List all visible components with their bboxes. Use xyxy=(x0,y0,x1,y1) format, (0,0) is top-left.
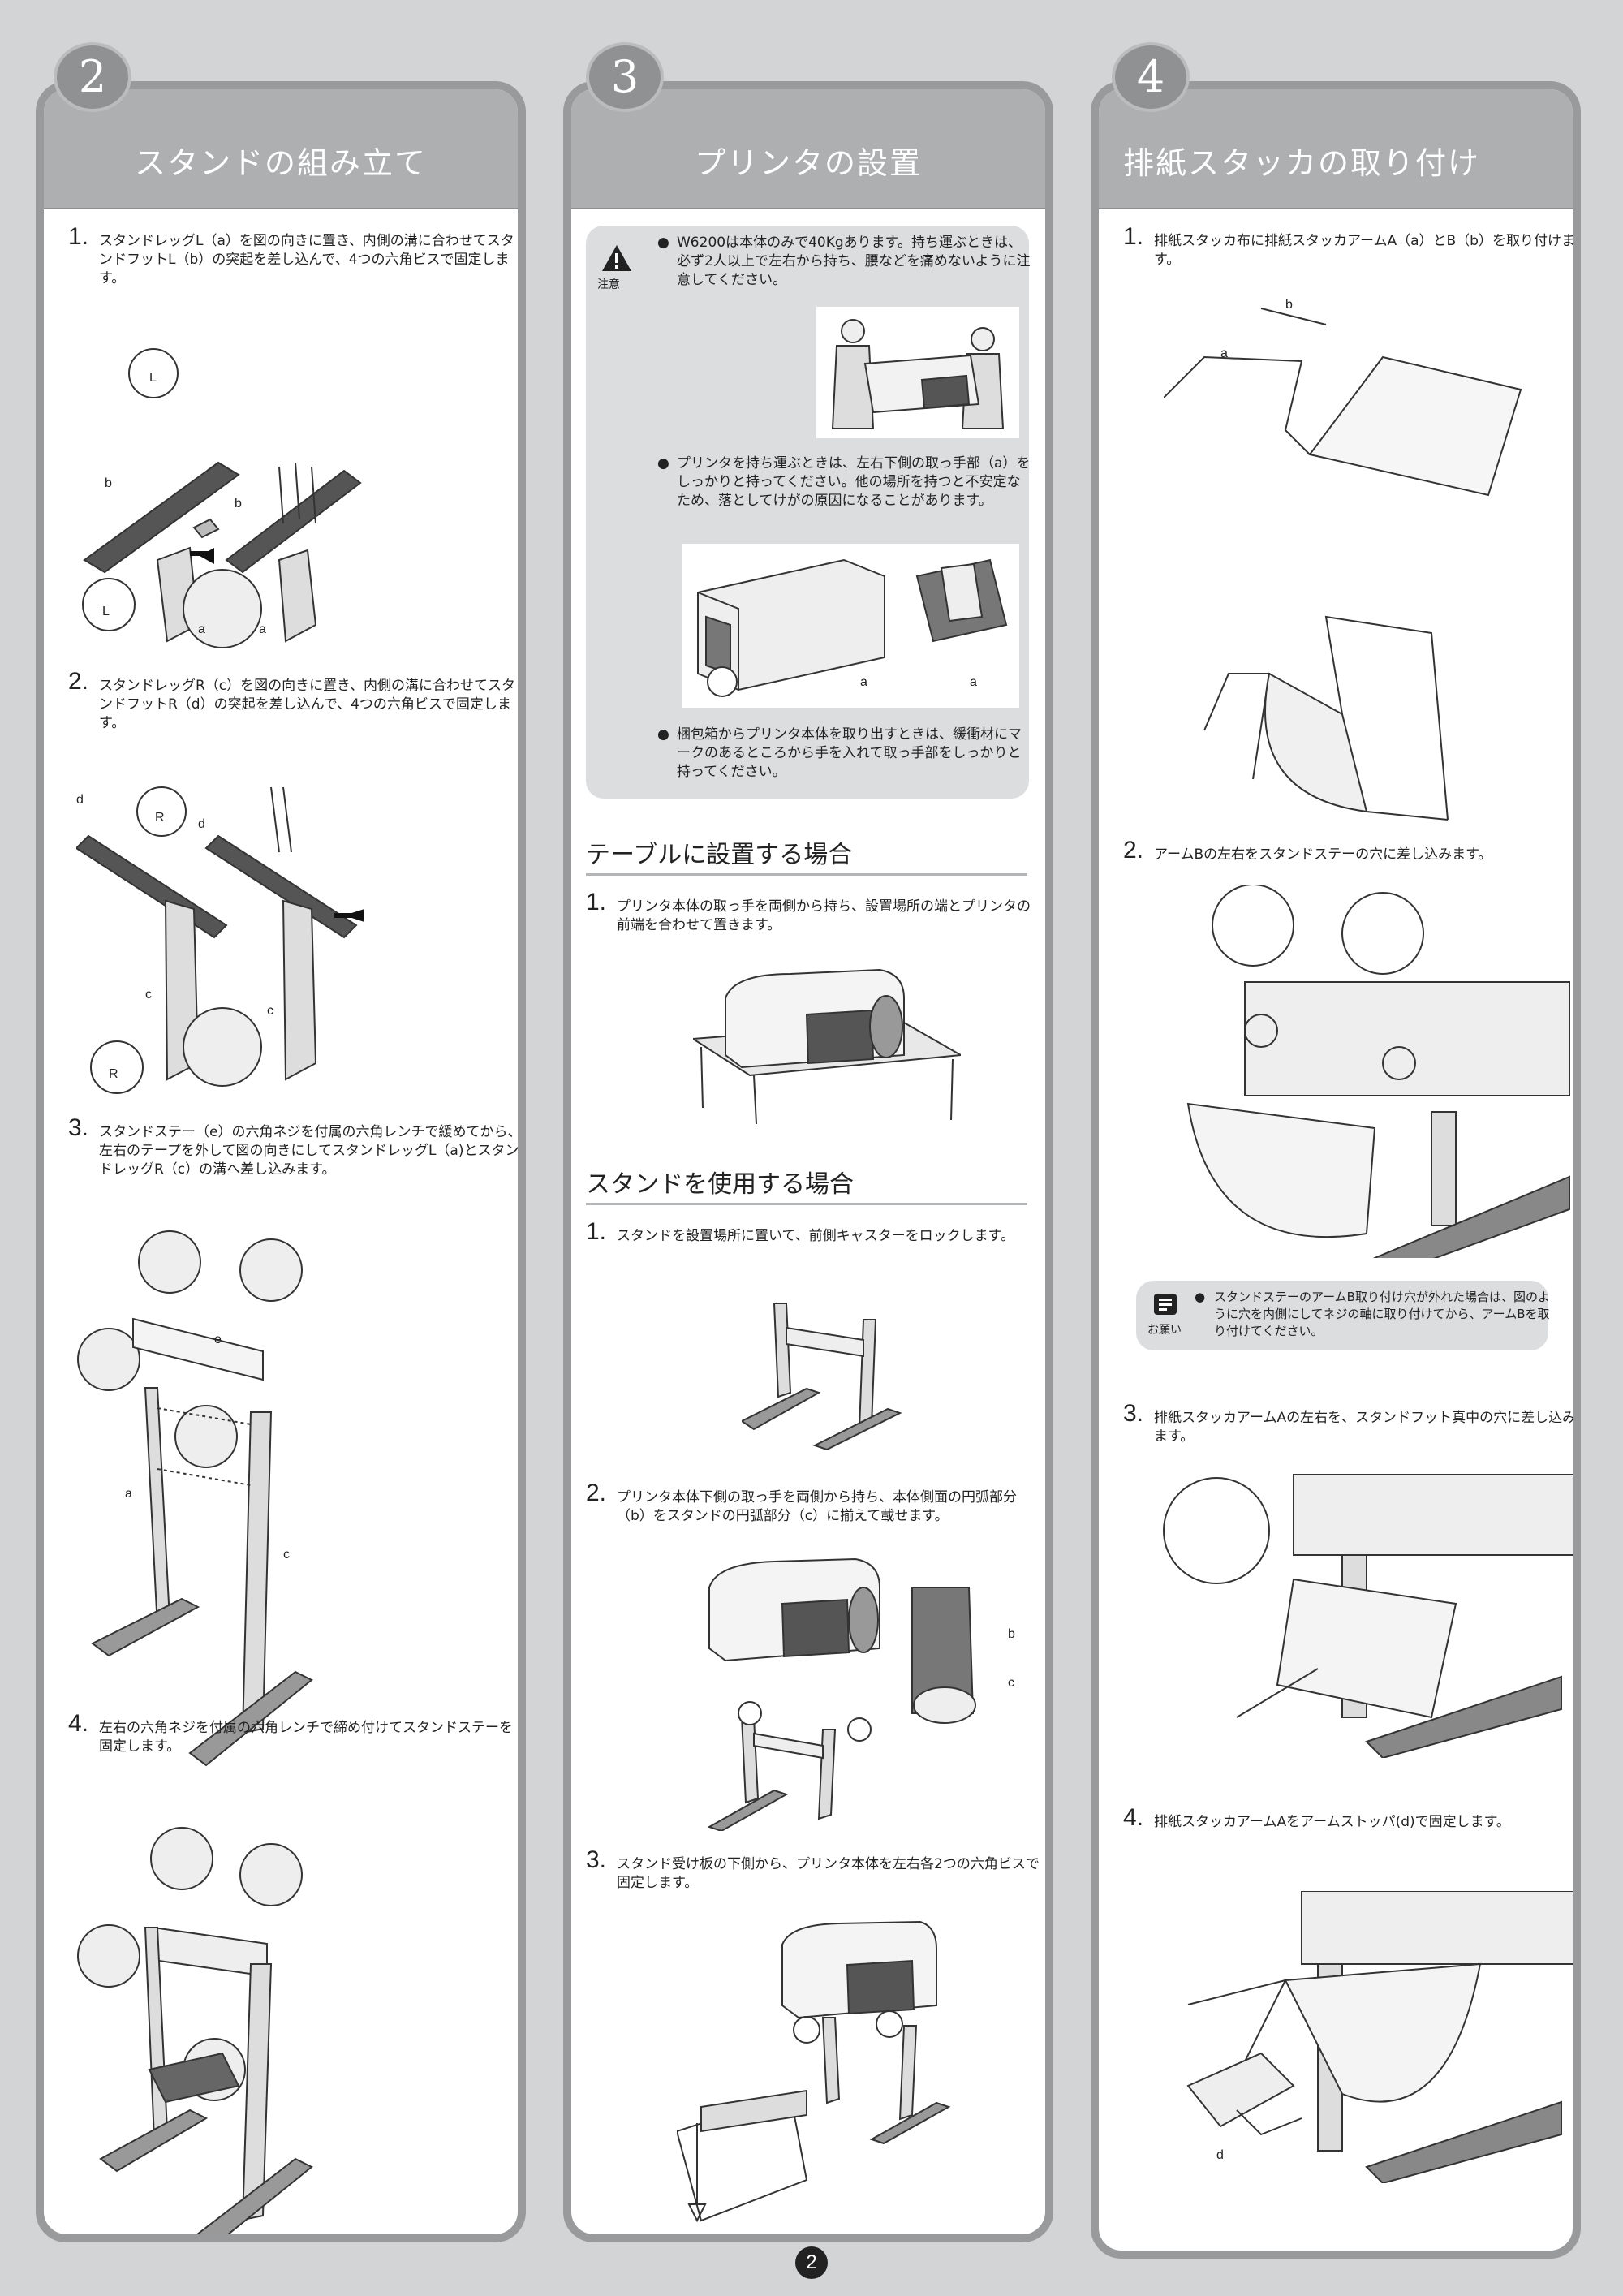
step-text: 左右の六角ネジを付属の六角レンチで締め付けてスタンドステーを固定します。 xyxy=(99,1720,513,1755)
step-number: 1. xyxy=(586,1218,607,1245)
step-2: 2. アームBの左右をスタンドステーの穴に差し込みます。 xyxy=(1123,838,1573,864)
step-text: アームBの左右をスタンドステーの穴に差し込みます。 xyxy=(1154,846,1492,863)
step-3: 3. スタンドステー（e）の六角ネジを付属の六角レンチで緩めてから、左右のテープ… xyxy=(68,1116,522,1179)
label-b: b xyxy=(1008,1627,1015,1641)
label-b-2: b xyxy=(235,497,242,510)
figure-stand-leg-r: R R d d c c xyxy=(76,786,364,1094)
note-box: お願い ● スタンドステーのアームB取り付け穴が外れた場合は、図のように穴を内側… xyxy=(1136,1281,1550,1350)
stand-step-1: 1. スタンドを設置場所に置いて、前側キャスターをロックします。 xyxy=(586,1220,1040,1246)
stand-step-2: 2. プリンタ本体下側の取っ手を両側から持ち、本体側面の円弧部分（b）をスタンド… xyxy=(586,1481,1040,1526)
figure-printer-handles: a a xyxy=(682,544,1019,708)
warning-icon xyxy=(602,245,631,271)
step-number: 2. xyxy=(68,668,89,695)
step-number: 3. xyxy=(586,1846,607,1873)
step-text: スタンドを設置場所に置いて、前側キャスターをロックします。 xyxy=(617,1228,1014,1244)
label-l-top: L xyxy=(149,371,157,385)
step-number: 4. xyxy=(68,1710,89,1737)
step-text: スタンドレッグL（a）を図の向きに置き、内側の溝に合わせてスタンドフットL（b）… xyxy=(99,233,514,286)
step-text: プリンタ本体下側の取っ手を両側から持ち、本体側面の円弧部分（b）をスタンドの円弧… xyxy=(617,1489,1017,1524)
column-header: スタンドの組み立て xyxy=(44,89,518,209)
step-text: スタンドステー（e）の六角ネジを付属の六角レンチで緩めてから、左右のテープを外し… xyxy=(99,1124,522,1178)
memo-icon xyxy=(1154,1294,1177,1315)
label-c: c xyxy=(283,1548,290,1562)
figure-screw-fix xyxy=(677,1920,951,2223)
caution-item: ● 梱包箱からプリンタ本体を取り出すときは、緩衝材にマークのあるところから手を入… xyxy=(657,726,1022,780)
column-title: 排紙スタッカの取り付け xyxy=(1123,145,1481,181)
step-4: 4. 左右の六角ネジを付属の六角レンチで締め付けてスタンドステーを固定します。 xyxy=(68,1712,518,1756)
step-number: 3. xyxy=(1123,1400,1144,1427)
figure-stacker-arms: a b xyxy=(1164,298,1522,821)
label-a: a xyxy=(125,1487,132,1501)
figure-stand-leg-l: L L b a b a xyxy=(82,348,362,648)
column-title: スタンドの組み立て xyxy=(134,145,427,181)
step-number: 2. xyxy=(586,1480,607,1506)
column-title: プリンタの設置 xyxy=(694,145,922,181)
column-stacker-attach: 排紙スタッカの取り付け 1. 排紙スタッカ布に排紙スタッカアームA（a）とB（b… xyxy=(1091,81,1581,2259)
note-label: お願い xyxy=(1147,1324,1182,1337)
label-b: b xyxy=(105,476,112,490)
label-d: d xyxy=(76,793,84,807)
figure-printer-on-table xyxy=(693,968,961,1125)
step-2: 2. スタンドレッグR（c）を図の向きに置き、内側の溝に合わせてスタンドフットR… xyxy=(68,670,518,733)
section-number-badge: 3 xyxy=(586,42,664,112)
column-header: プリンタの設置 xyxy=(571,89,1045,209)
label-e: e xyxy=(214,1333,222,1346)
section-heading-table: テーブルに設置する場合 xyxy=(586,834,1027,876)
caution-item: ● プリンタを持ち運ぶときは、左右下側の取っ手部（a）をしっかりと持ってください… xyxy=(657,455,1031,509)
step-number: 1. xyxy=(586,889,607,915)
figure-arm-b-insert xyxy=(1186,885,1570,1258)
step-4: 4. 排紙スタッカアームAをアームストッパ(d)で固定します。 xyxy=(1123,1806,1573,1832)
step-text: プリンタ本体の取っ手を両側から持ち、設置場所の端とプリンタの前端を合わせて置きま… xyxy=(617,898,1031,933)
figure-stand-alone xyxy=(742,1303,902,1450)
step-1: 1. スタンドレッグL（a）を図の向きに置き、内側の溝に合わせてスタンドフットL… xyxy=(68,225,518,288)
caution-box: 注意 ● W6200は本体のみで40Kgあります。持ち運ぶときは、必ず2人以上で… xyxy=(586,226,1031,799)
step-number: 1. xyxy=(1123,223,1144,250)
label-c: c xyxy=(1008,1676,1014,1690)
label-a: a xyxy=(1220,347,1228,360)
label-b: b xyxy=(1285,298,1293,312)
step-number: 4. xyxy=(1123,1804,1144,1831)
step-text: 排紙スタッカ布に排紙スタッカアームA（a）とB（b）を取り付けます。 xyxy=(1154,233,1575,268)
table-step-1: 1. プリンタ本体の取っ手を両側から持ち、設置場所の端とプリンタの前端を合わせて… xyxy=(586,890,1040,935)
step-text: スタンドレッグR（c）を図の向きに置き、内側の溝に合わせてスタンドフットR（d）… xyxy=(99,678,515,731)
label-d-2: d xyxy=(198,817,205,831)
section-number-badge: 4 xyxy=(1112,42,1190,112)
label-a-2: a xyxy=(970,675,977,689)
step-number: 2. xyxy=(1123,837,1144,864)
section-heading-stand: スタンドを使用する場合 xyxy=(586,1164,1027,1205)
step-number: 3. xyxy=(68,1114,89,1141)
label-a: a xyxy=(860,675,867,689)
caution-item: ● W6200は本体のみで40Kgあります。持ち運ぶときは、必ず2人以上で左右か… xyxy=(657,235,1031,288)
step-text: 排紙スタッカアームAをアームストッパ(d)で固定します。 xyxy=(1154,1814,1510,1830)
stand-step-3: 3. スタンド受け板の下側から、プリンタ本体を左右各2つの六角ビスで固定します。 xyxy=(586,1848,1040,1893)
note-text: ● スタンドステーのアームB取り付け穴が外れた場合は、図のように穴を内側にしてネ… xyxy=(1195,1290,1550,1338)
label-d: d xyxy=(1216,2148,1224,2162)
label-r-bottom: R xyxy=(109,1067,118,1081)
step-number: 1. xyxy=(68,223,89,250)
step-1: 1. 排紙スタッカ布に排紙スタッカアームA（a）とB（b）を取り付けます。 xyxy=(1123,225,1575,269)
label-a-2: a xyxy=(259,622,266,636)
figure-stand-stay: e a c xyxy=(77,1230,313,1767)
figure-two-people-carry xyxy=(816,307,1019,438)
step-text: 排紙スタッカアームAの左右を、スタンドフット真中の穴に差し込みます。 xyxy=(1154,1410,1577,1445)
label-r-top: R xyxy=(155,811,165,825)
column-header: 排紙スタッカの取り付け xyxy=(1099,89,1573,209)
section-number-badge: 2 xyxy=(54,42,131,112)
figure-stand-fixed xyxy=(77,1827,313,2234)
page-number: 2 xyxy=(795,2246,828,2279)
label-l-bottom: L xyxy=(102,605,110,618)
figure-arm-stopper: d xyxy=(1186,1891,1573,2183)
step-text: スタンド受け板の下側から、プリンタ本体を左右各2つの六角ビスで固定します。 xyxy=(617,1856,1040,1891)
figure-printer-on-stand: b c xyxy=(707,1557,1015,1831)
column-stand-assembly: スタンドの組み立て 1. スタンドレッグL（a）を図の向きに置き、内側の溝に合わ… xyxy=(36,81,526,2242)
label-c-2: c xyxy=(267,1004,273,1018)
label-c: c xyxy=(145,988,152,1002)
step-3: 3. 排紙スタッカアームAの左右を、スタンドフット真中の穴に差し込みます。 xyxy=(1123,1402,1577,1446)
caution-label: 注意 xyxy=(597,278,620,291)
figure-arm-a-insert xyxy=(1163,1474,1573,1758)
column-printer-install: プリンタの設置 注意 ● W6200は本体のみで40Kgあります。持ち運ぶときは… xyxy=(563,81,1053,2242)
label-a: a xyxy=(198,622,205,636)
